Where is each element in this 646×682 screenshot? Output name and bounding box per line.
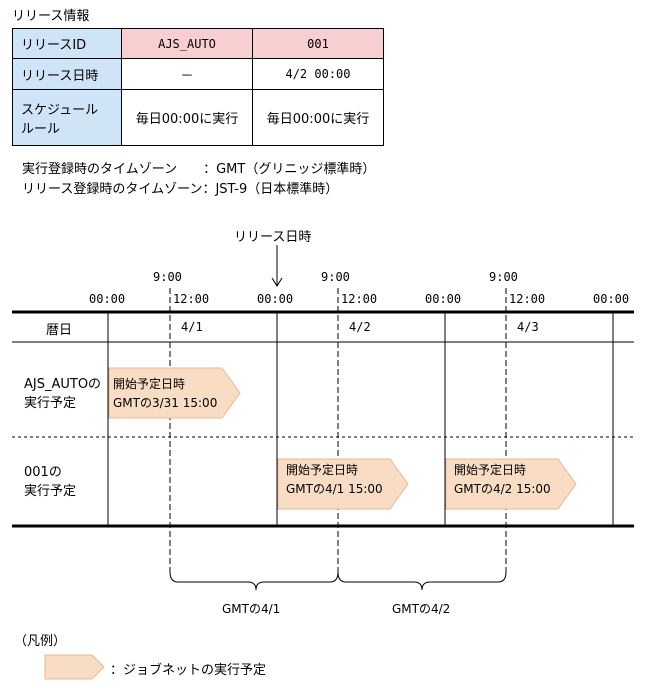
schedule-text-001-a-line1: 開始予定日時 [286, 463, 359, 477]
timezone-line-1: 実行登録時のタイムゾーン ：GMT（グリニッジ標準時） [22, 162, 376, 177]
section-title: リリース情報 [12, 9, 90, 24]
gmt-tick-1: 9:00 [153, 270, 182, 284]
row-label-001: 001の 実行予定 [24, 463, 76, 501]
release-id-col2: 001 [252, 28, 384, 59]
row-label-ajs-auto: AJS_AUTOの 実行予定 [24, 375, 101, 413]
calendar-day-3: 4/3 [517, 320, 539, 334]
gmt-day-brace-2 [337, 571, 507, 591]
schedule-text-ajs-auto: 開始予定日時 GMTの3/31 15:00 [113, 375, 217, 413]
local-tick-1: 00:00 [89, 292, 126, 306]
table-row-rule: スケジュール ルール 毎日00:00に実行 毎日00:00に実行 [12, 89, 384, 146]
table-row-date: リリース日時 － 4/2 00:00 [12, 58, 384, 90]
calendar-day-1: 4/1 [181, 320, 203, 334]
release-info-table: リリースID AJS_AUTO 001 リリース日時 － 4/2 00:00 ス… [12, 28, 384, 146]
schedule-rule-label: スケジュール ルール [12, 89, 122, 146]
local-tick-4: 12:00 [341, 292, 378, 306]
gmt-day-label-1: GMTの4/1 [222, 602, 281, 616]
schedule-text-ajs-auto-line2: GMTの3/31 15:00 [113, 396, 218, 410]
schedule-rule-label-line2: ルール [21, 121, 61, 137]
local-tick-3: 00:00 [257, 292, 294, 306]
schedule-text-001-b: 開始予定日時 GMTの4/2 15:00 [454, 461, 551, 499]
schedule-rule-col1: 毎日00:00に実行 [121, 89, 253, 146]
release-date-col1: － [121, 58, 253, 90]
timezone-line-2: リリース登録時のタイムゾーン：JST-9（日本標準時） [22, 182, 339, 197]
release-date-col2: 4/2 00:00 [252, 58, 384, 90]
row-label-001-line2: 実行予定 [24, 484, 77, 499]
schedule-text-001-b-line1: 開始予定日時 [454, 463, 527, 477]
row-label-ajs-auto-line2: 実行予定 [24, 396, 77, 411]
row-label-001-line1: 001の [24, 465, 62, 480]
release-marker-arrowhead [271, 277, 283, 287]
schedule-text-001-a-line2: GMTの4/1 15:00 [286, 482, 383, 496]
schedule-rule-col2: 毎日00:00に実行 [252, 89, 384, 146]
schedule-text-001-a: 開始予定日時 GMTの4/1 15:00 [286, 461, 383, 499]
release-id-col1: AJS_AUTO [121, 28, 253, 59]
legend-arrow [44, 654, 105, 680]
legend-title: （凡例） [14, 634, 67, 649]
schedule-arrow-ajs-auto [108, 367, 241, 419]
calendar-day-2: 4/2 [349, 320, 371, 334]
release-date-label: リリース日時 [12, 58, 122, 90]
schedule-text-ajs-auto-line1: 開始予定日時 [113, 377, 186, 391]
schedule-arrow-001-b [445, 458, 577, 510]
gmt-tick-3: 9:00 [489, 270, 518, 284]
local-tick-5: 00:00 [425, 292, 462, 306]
local-tick-6: 12:00 [509, 292, 546, 306]
legend-item-label: ：ジョブネットの実行予定 [110, 663, 267, 678]
row-label-ajs-auto-line1: AJS_AUTOの [24, 377, 102, 392]
gmt-day-brace-1 [169, 571, 339, 591]
gmt-tick-2: 9:00 [321, 270, 350, 284]
calendar-label: 暦日 [46, 323, 73, 338]
schedule-text-001-b-line2: GMTの4/2 15:00 [454, 482, 551, 496]
gmt-day-label-2: GMTの4/2 [392, 602, 451, 616]
local-tick-7: 00:00 [593, 292, 630, 306]
release-marker-label: リリース日時 [234, 230, 312, 245]
schedule-rule-label-line1: スケジュール [21, 102, 99, 118]
schedule-arrow-001-a [277, 458, 409, 510]
local-tick-2: 12:00 [173, 292, 210, 306]
table-row-id: リリースID AJS_AUTO 001 [12, 28, 384, 59]
